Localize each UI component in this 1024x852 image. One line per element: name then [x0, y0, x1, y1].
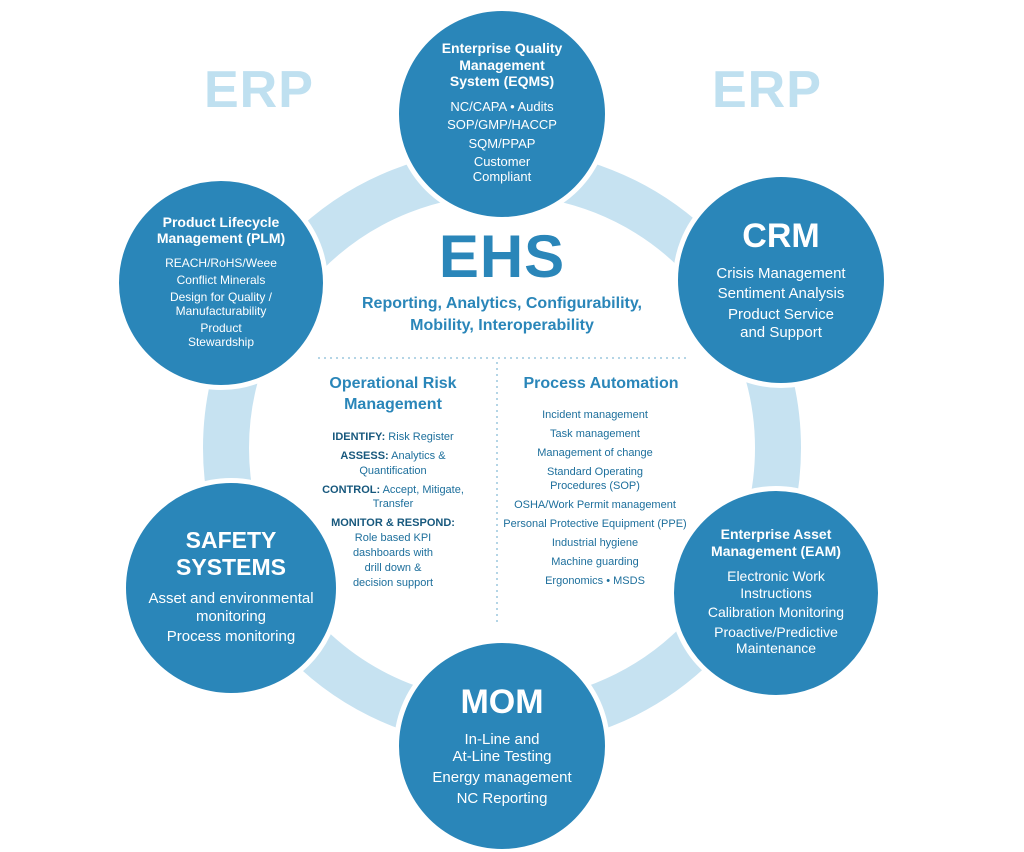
crm-item: Sentiment Analysis: [717, 285, 845, 303]
node-eam: Enterprise Asset Management (EAM) Electr…: [669, 486, 883, 700]
automation-item: Ergonomics • MSDS: [545, 574, 645, 587]
risk-item-text: Analytics & Quantification: [359, 449, 446, 477]
operational-risk-title: Operational Risk Management: [329, 375, 457, 413]
eam-item: Electronic Work Instructions: [727, 568, 825, 601]
erp-label-left: ERP: [204, 61, 314, 119]
crm-item: Product Service and Support: [728, 306, 834, 341]
plm-title: Product Lifecycle Management (PLM): [156, 213, 286, 247]
plm-item: Conflict Minerals: [176, 272, 266, 287]
risk-item-text: Role based KPI dashboards with drill dow…: [352, 532, 434, 589]
node-eqms: Enterprise Quality Management System (EQ…: [394, 6, 610, 222]
risk-item-label: IDENTIFY:: [332, 431, 386, 443]
eam-item: Calibration Monitoring: [707, 604, 845, 621]
mom-item: In-Line and At-Line Testing: [452, 730, 552, 766]
eqms-item: Customer Compliant: [472, 153, 532, 185]
risk-item-label: MONITOR & RESPOND:: [331, 517, 455, 530]
automation-item: OSHA/Work Permit management: [514, 499, 676, 512]
plm-item: REACH/RoHS/Weee: [165, 255, 277, 270]
risk-item-label: ASSESS:: [340, 449, 389, 462]
ehs-subtitle: Reporting, Analytics, Configurability, M…: [361, 295, 642, 335]
automation-item: Personal Protective Equipment (PPE): [503, 518, 687, 531]
eam-title: Enterprise Asset Management (EAM): [711, 526, 841, 559]
process-automation-title: Process Automation: [523, 375, 679, 392]
erp-label-right: ERP: [712, 61, 822, 119]
plm-item: Product Stewardship: [187, 321, 255, 350]
automation-item: Task management: [550, 427, 640, 440]
node-mom: MOM In-Line and At-Line Testing Energy m…: [394, 638, 610, 852]
eqms-item: NC/CAPA • Audits: [450, 98, 554, 114]
automation-item: Standard Operating Procedures (SOP): [546, 465, 643, 493]
node-crm: CRM Crisis Management Sentiment Analysis…: [673, 172, 889, 388]
center-disc: [256, 202, 748, 694]
automation-item: Incident management: [542, 409, 648, 421]
operational-risk-list: IDENTIFY: Risk Register ASSESS: Analytic…: [318, 430, 468, 594]
ehs-title: EHS: [438, 223, 566, 290]
risk-item-text: Risk Register: [385, 431, 454, 443]
risk-item: IDENTIFY: Risk Register: [318, 430, 468, 445]
eam-item: Proactive/Predictive Maintenance: [714, 623, 838, 657]
process-automation-list: Incident management Task management Mana…: [500, 408, 690, 592]
risk-item-label: CONTROL:: [322, 483, 381, 496]
safety-title: SAFETY SYSTEMS: [176, 526, 286, 580]
risk-item: ASSESS: Analytics & Quantification: [318, 449, 468, 479]
eqms-title: Enterprise Quality Management System (EQ…: [441, 40, 563, 90]
node-safety-systems: SAFETY SYSTEMS Asset and environmental m…: [121, 478, 341, 698]
mom-title: MOM: [460, 682, 544, 721]
safety-item: Asset and environmental monitoring: [148, 590, 314, 625]
eqms-item: SQM/PPAP: [468, 135, 536, 151]
plm-item: Design for Quality / Manufacturability: [169, 289, 273, 319]
safety-item: Process monitoring: [166, 628, 296, 646]
automation-item: Industrial hygiene: [551, 536, 639, 549]
risk-item: MONITOR & RESPOND: Role based KPI dashbo…: [318, 516, 468, 590]
automation-item: Management of change: [537, 446, 653, 459]
mom-item: Energy management: [432, 769, 572, 787]
eqms-item: SOP/GMP/HACCP: [447, 117, 557, 133]
automation-item: Machine guarding: [551, 555, 639, 568]
crm-item: Crisis Management: [716, 264, 846, 282]
crm-title: CRM: [742, 216, 820, 255]
risk-item: CONTROL: Accept, Mitigate, Transfer: [318, 483, 468, 513]
mom-item: NC Reporting: [456, 789, 548, 807]
risk-item-text: Accept, Mitigate, Transfer: [372, 483, 464, 511]
node-plm: Product Lifecycle Management (PLM) REACH…: [114, 176, 328, 390]
